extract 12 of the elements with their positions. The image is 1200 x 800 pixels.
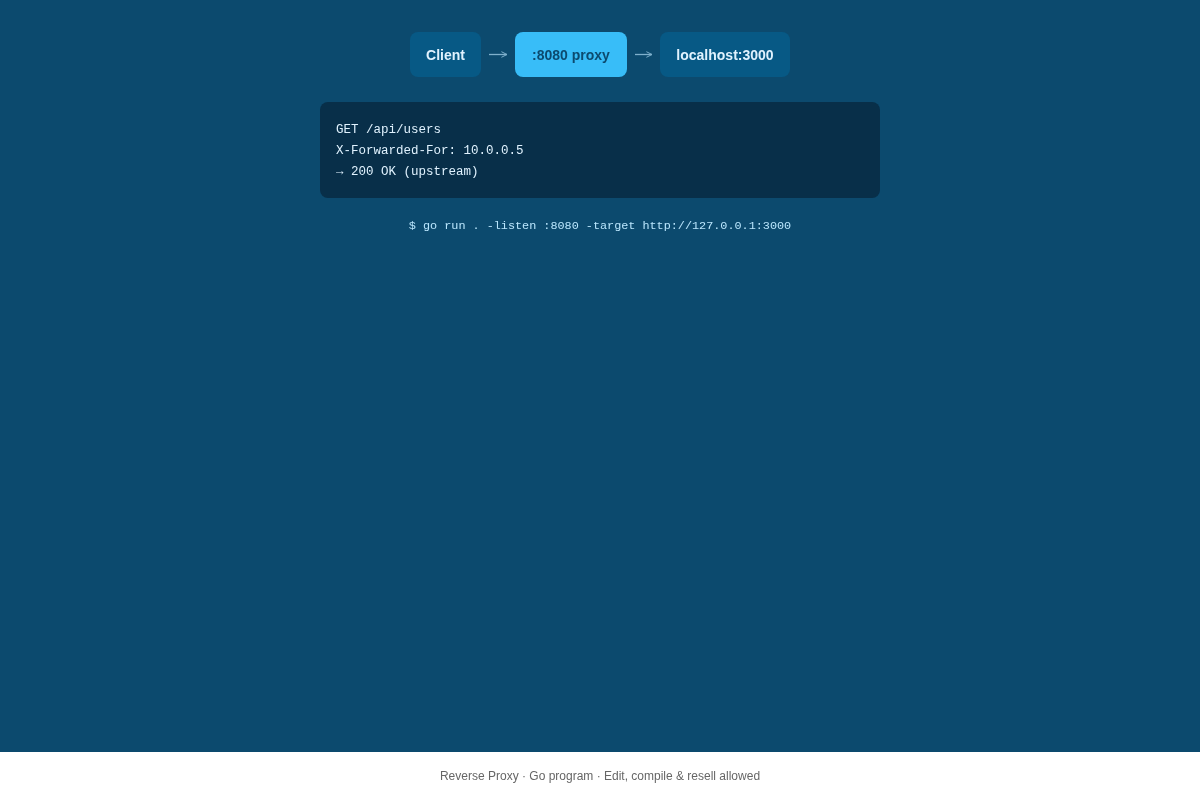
code-line: X-Forwarded-For: 10.0.0.5 xyxy=(336,143,524,160)
command-text: $ go run . -listen :8080 -target http://127.0.0.1:3000 xyxy=(408,219,792,233)
arrow xyxy=(634,51,653,58)
code-line: GET /api/users xyxy=(336,122,442,139)
node-label: :8080 proxy xyxy=(532,46,610,63)
process-box xyxy=(515,32,627,77)
node-label: localhost:3000 xyxy=(676,46,774,63)
code-line: → 200 OK (upstream) xyxy=(336,164,479,181)
node-label: Client xyxy=(426,46,465,63)
caption-text: Reverse Proxy · Go program · Edit, compile & resell allowed xyxy=(439,769,761,783)
code-panel xyxy=(320,102,880,198)
arrow xyxy=(488,51,508,58)
